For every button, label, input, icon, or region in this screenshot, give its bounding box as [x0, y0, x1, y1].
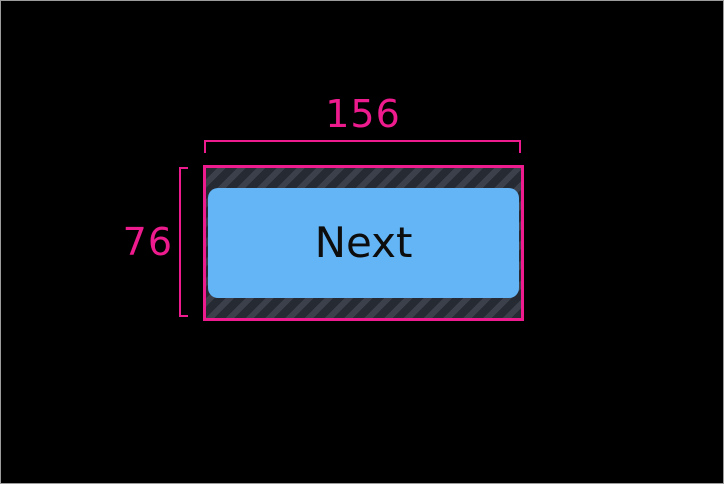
height-dimension-label: 76 [122, 220, 173, 264]
next-button-label: Next [314, 218, 413, 267]
widget-bounds-highlight: Next [203, 165, 524, 321]
next-button[interactable]: Next [208, 188, 519, 298]
height-measurement-bracket [179, 167, 188, 317]
width-dimension-label: 156 [325, 92, 401, 136]
width-measurement-bracket [204, 140, 521, 153]
